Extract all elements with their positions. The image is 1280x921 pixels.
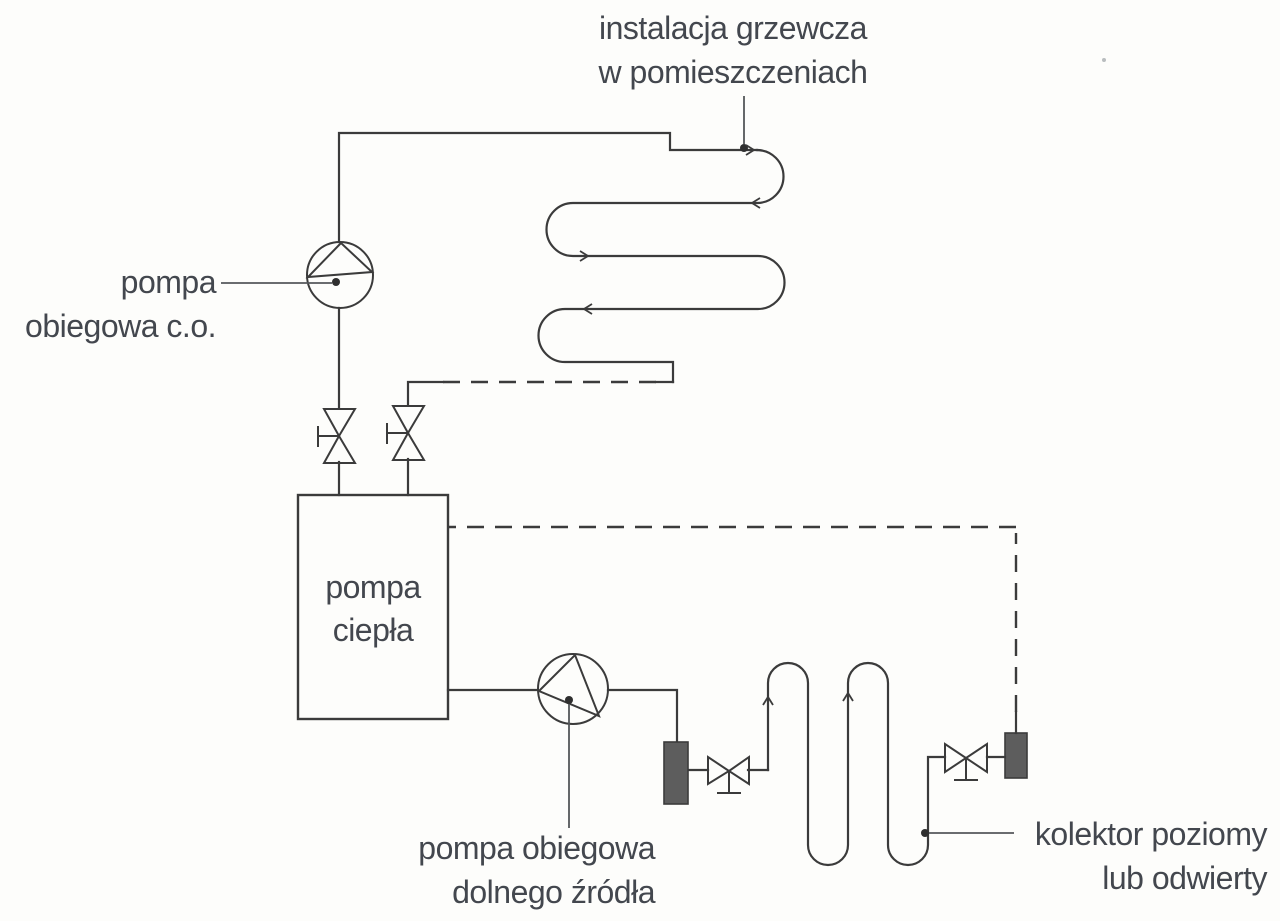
paper-speck bbox=[1102, 58, 1106, 62]
label-line: pompa bbox=[120, 264, 217, 300]
room-heating-coil-icon bbox=[537, 144, 786, 384]
leader-dot-collector bbox=[921, 829, 929, 837]
heating-supply-pipe bbox=[337, 131, 759, 497]
co-supply-valve-icon bbox=[317, 408, 357, 464]
brine-valve-right-icon bbox=[944, 742, 988, 781]
label-leader-lines bbox=[221, 96, 1014, 834]
lower-source-pump-label: pompa obiegowa dolnego źródła bbox=[355, 826, 655, 914]
lower-source-pump-icon bbox=[537, 653, 609, 725]
flow-arrow-icon bbox=[750, 197, 761, 209]
brine-supply-pipe bbox=[446, 688, 770, 772]
flow-arrow-icon bbox=[842, 691, 854, 702]
heating-return-pipe-dashed bbox=[406, 380, 675, 497]
label-line: dolnego źródła bbox=[452, 874, 655, 910]
co-return-valve-icon bbox=[386, 405, 426, 461]
flow-arrow-icon bbox=[762, 695, 774, 706]
flow-arrow-icon bbox=[579, 250, 590, 262]
collector-label: kolektor poziomy lub odwierty bbox=[967, 812, 1268, 900]
label-line: pompa obiegowa bbox=[418, 830, 655, 866]
flow-arrow-icon bbox=[582, 303, 593, 315]
brine-filter-right-icon bbox=[1004, 732, 1028, 779]
label-line: obiegowa c.o. bbox=[25, 308, 216, 344]
label-line: lub odwierty bbox=[1102, 860, 1267, 896]
brine-return-pipe-dashed bbox=[448, 525, 1018, 735]
label-line: kolektor poziomy bbox=[1034, 816, 1268, 852]
flow-arrow-icon bbox=[745, 144, 756, 156]
heat-pump-box bbox=[296, 493, 450, 721]
heat-pump-label: pompa ciepła bbox=[298, 566, 448, 652]
label-line: w pomieszczeniach bbox=[598, 54, 868, 90]
ground-collector-coil-icon bbox=[762, 661, 1007, 867]
brine-valve-left-icon bbox=[707, 755, 750, 794]
label-line: instalacja grzewcza bbox=[599, 10, 867, 46]
brine-filter-left-icon bbox=[663, 741, 689, 805]
label-line: pompa bbox=[325, 569, 421, 605]
co-pump-label: pompa obiegowa c.o. bbox=[0, 260, 216, 348]
co-circulation-pump-icon bbox=[305, 241, 375, 309]
heating-installation-label: instalacja grzewcza w pomieszczeniach bbox=[533, 6, 933, 94]
label-line: ciepła bbox=[332, 612, 414, 648]
